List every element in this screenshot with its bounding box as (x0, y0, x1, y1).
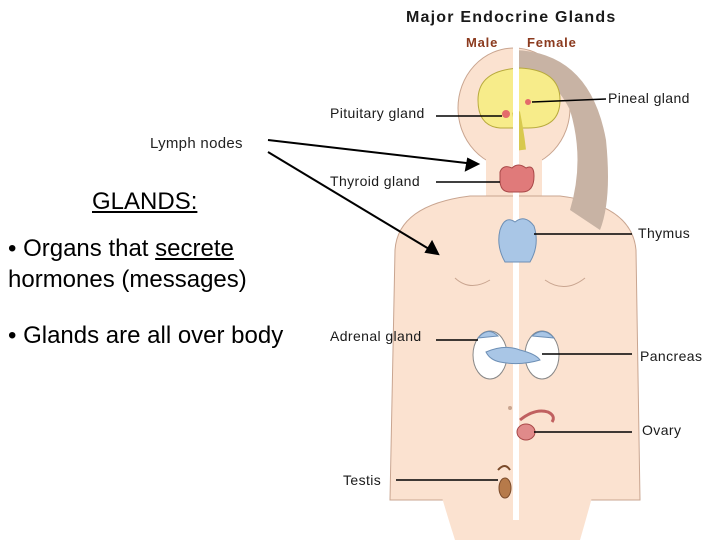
male-label: Male (466, 35, 498, 50)
female-label: Female (527, 35, 577, 50)
pituitary-label: Pituitary gland (330, 105, 425, 121)
ovary-label: Ovary (642, 422, 681, 438)
pituitary-dot (502, 110, 510, 118)
pancreas-label: Pancreas (640, 348, 702, 364)
thyroid-label: Thyroid gland (330, 173, 420, 189)
thymus-label: Thymus (638, 225, 690, 241)
thymus (499, 219, 536, 262)
body-divider (513, 40, 519, 520)
pineal-dot (525, 99, 531, 105)
thyroid (500, 165, 534, 192)
pineal-label: Pineal gland (608, 90, 690, 106)
adrenal-label: Adrenal gland (330, 328, 422, 344)
ovary (517, 424, 535, 440)
testis (499, 478, 511, 498)
diagram-title: Major Endocrine Glands (406, 9, 616, 27)
navel (508, 406, 512, 410)
testis-label: Testis (343, 472, 381, 488)
